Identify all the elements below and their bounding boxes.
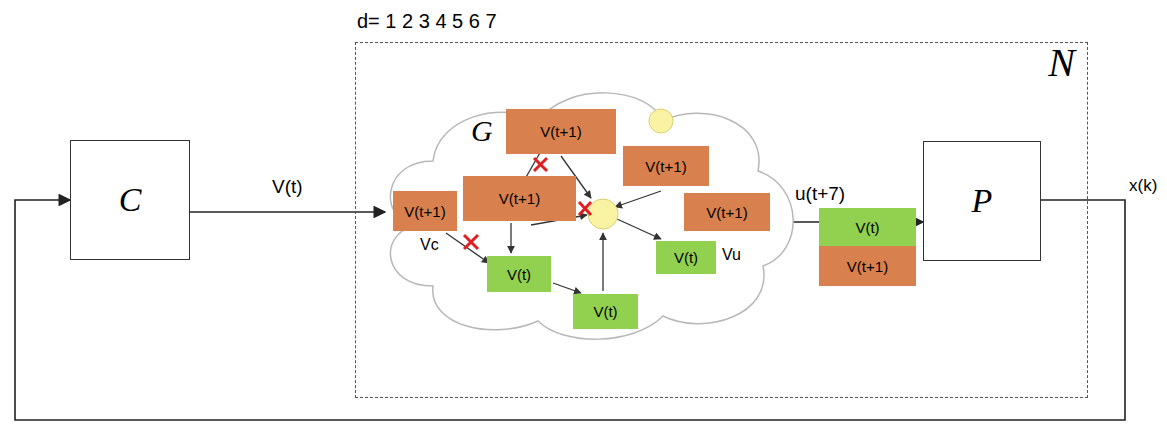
signal-box: V(t)	[656, 241, 716, 274]
region-symbol: N	[1048, 39, 1075, 86]
signal-text: V(t+1)	[499, 190, 540, 207]
vertex-set-label: Vu	[722, 246, 741, 264]
signal-label: x(k)	[1127, 176, 1159, 196]
signal-text: V(t+1)	[540, 123, 581, 140]
delayed-signal-box: V(t+1)	[463, 176, 576, 221]
cloud-shape	[390, 93, 793, 339]
graph-cloud: G V(t+1) V(t+1) V(t+1) V(t+1) V(t+1) V(t) V(t) V…	[373, 76, 803, 341]
delayed-signal-box: V(t+1)	[506, 109, 616, 154]
block-symbol: P	[972, 182, 993, 220]
delayed-signal-box: V(t+1)	[393, 191, 457, 231]
graph-edge	[615, 191, 661, 207]
graph-edge	[617, 219, 661, 239]
signal-text: V(t)	[855, 219, 879, 236]
graph-symbol: G	[471, 114, 493, 148]
signal-label: V(t)	[270, 176, 305, 198]
blocked-link-marks	[464, 158, 591, 249]
graph-edge	[553, 283, 581, 293]
signal-text: V(t+1)	[404, 203, 445, 220]
vertex-set-label: Vc	[420, 236, 439, 254]
delayed-signal-box: V(t+1)	[819, 246, 916, 286]
signal-box: V(t)	[487, 256, 551, 292]
signal-label: u(t+7)	[793, 183, 847, 205]
signal-text: V(t)	[593, 303, 617, 320]
signal-text: V(t+1)	[645, 158, 686, 175]
graph-edge	[510, 223, 511, 253]
signal-text: V(t+1)	[706, 204, 747, 221]
graph-edge	[446, 233, 489, 263]
signal-box: V(t)	[573, 294, 638, 329]
controller-box: C	[70, 140, 190, 260]
graph-edge	[602, 233, 603, 291]
signal-box: V(t)	[819, 208, 916, 246]
network-region: N G V(t+1) V(t+1) V(t+1) V(t+1) V(t+1) V(t) V(t)…	[355, 42, 1088, 398]
signal-text: V(t)	[507, 266, 531, 283]
graph-vertex	[649, 109, 673, 133]
plant-box: P	[923, 141, 1041, 261]
signal-text: V(t+1)	[847, 258, 888, 275]
signal-text: V(t)	[674, 249, 698, 266]
delayed-signal-box: V(t+1)	[684, 193, 770, 231]
graph-vertex	[588, 199, 618, 229]
delayed-signal-box: V(t+1)	[623, 146, 709, 186]
delay-index-label: d= 1 2 3 4 5 6 7	[357, 10, 497, 33]
block-symbol: C	[119, 181, 142, 219]
